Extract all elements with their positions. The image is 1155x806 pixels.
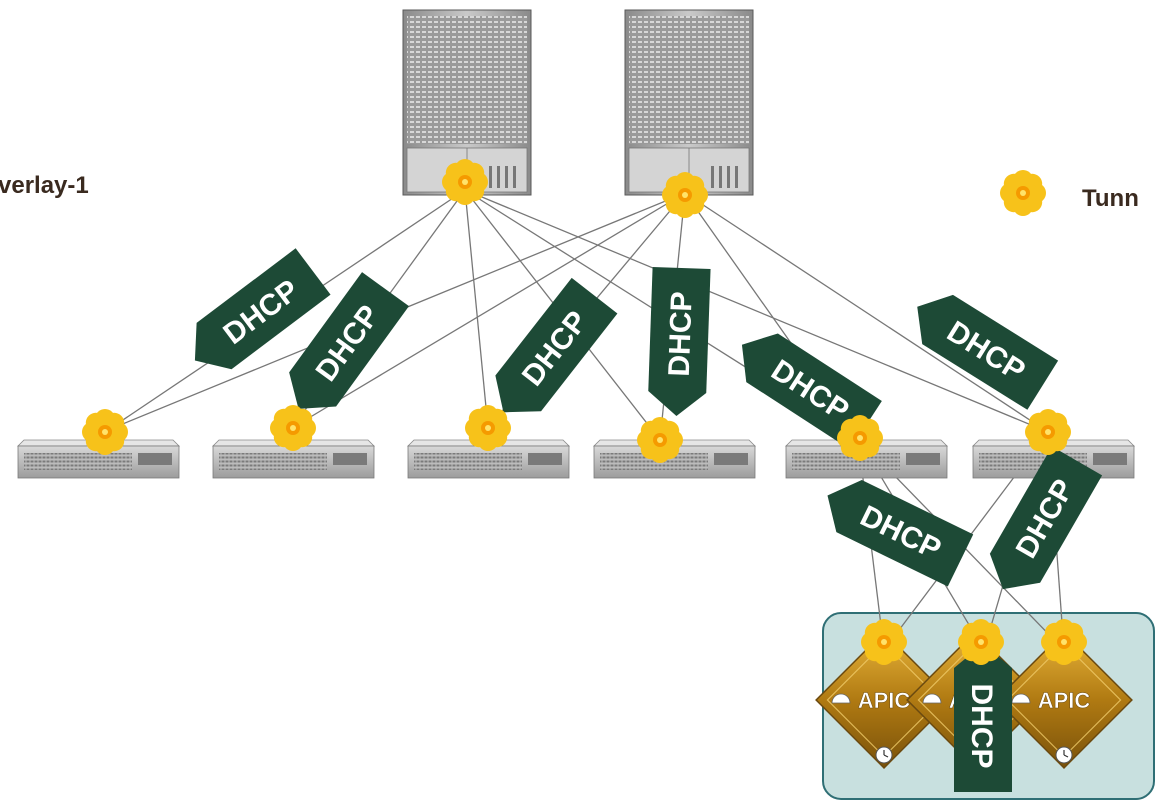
dhcp-label: DHCP <box>965 683 998 768</box>
tunnel-endpoint-icon <box>1041 619 1087 665</box>
dhcp-tag-icon: DHCP <box>827 480 974 587</box>
apic-label: APIC <box>858 688 911 713</box>
leaf-switch-icon <box>407 439 570 479</box>
dhcp-tag-icon: DHCP <box>648 267 711 416</box>
tunnel-endpoint-icon <box>637 417 683 463</box>
dhcp-tag-icon: DHCP <box>495 277 618 413</box>
tunnel-endpoint-icon <box>82 409 128 455</box>
leaf-switch-icon <box>212 439 375 479</box>
dhcp-tag-icon: DHCP <box>289 272 409 409</box>
dhcp-label: DHCP <box>663 291 699 377</box>
link-lines <box>107 189 1065 651</box>
tunnel-endpoint-icon <box>837 415 883 461</box>
apic-controller-icon: APIC <box>815 631 953 769</box>
tunnel-endpoint-icon <box>662 172 708 218</box>
tunnel-endpoint-icon <box>270 405 316 451</box>
overlay-label: verlay-1 <box>0 172 89 199</box>
tunnel-legend-label: Tunn <box>1082 185 1139 212</box>
tunnel-endpoint-icon <box>442 159 488 205</box>
tunnel-endpoint-icon <box>861 619 907 665</box>
apic-label: APIC <box>1038 688 1091 713</box>
tunnel-endpoint-icon <box>465 405 511 451</box>
dhcp-tag-icon: DHCP <box>954 644 1012 792</box>
spine-switch-icon <box>624 9 754 196</box>
dhcp-tag-icon: DHCP <box>917 294 1059 410</box>
tunnel-endpoint-icon <box>958 619 1004 665</box>
tunnel-endpoint-icon <box>1025 409 1071 455</box>
tunnel-endpoint-icon <box>1000 170 1046 216</box>
apic-controller-icon: APIC <box>995 631 1133 769</box>
